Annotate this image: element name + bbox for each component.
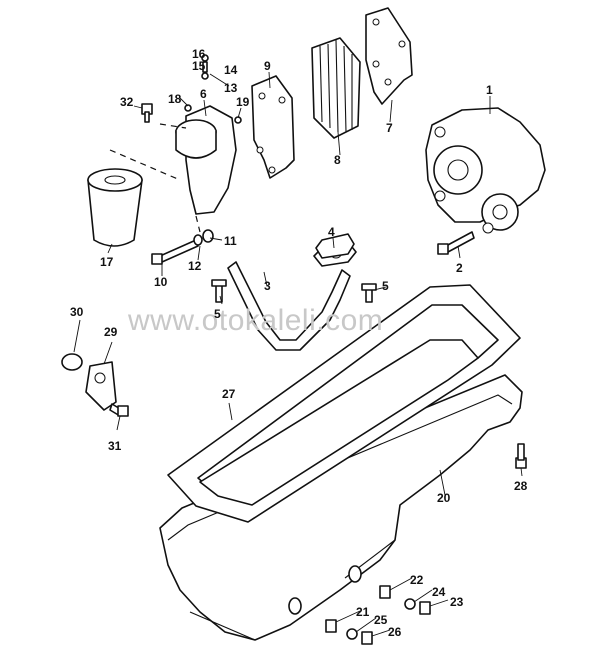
callout-26: 26 [388, 625, 402, 639]
filter-head [175, 105, 237, 215]
plate-29 [85, 361, 117, 411]
callout-5b: 5 [382, 279, 389, 293]
callout-19: 19 [236, 95, 250, 109]
callout-5a: 5 [214, 307, 221, 321]
callout-4: 4 [328, 225, 335, 239]
callout-29: 29 [104, 325, 118, 339]
callout-7: 7 [386, 121, 393, 135]
bolt-5a [211, 279, 227, 303]
fitting-18 [184, 104, 192, 112]
callout-32: 32 [120, 95, 134, 109]
bolt-5b [361, 283, 377, 303]
callout-11: 11 [224, 234, 237, 248]
oil-pan-gasket [167, 284, 521, 523]
gasket-4 [315, 233, 355, 259]
callout-21: 21 [356, 605, 370, 619]
callout-28: 28 [514, 479, 528, 493]
callout-18: 18 [168, 92, 182, 106]
callout-27: 27 [222, 387, 236, 401]
callout-9: 9 [264, 59, 271, 73]
callout-6: 6 [200, 87, 207, 101]
callout-16: 16 [192, 47, 206, 61]
callout-23: 23 [450, 595, 464, 609]
bolt-32 [141, 103, 153, 123]
washer-24 [404, 598, 416, 610]
drain-plug-21 [325, 619, 337, 633]
oil-pump [425, 107, 546, 234]
callout-30: 30 [70, 305, 84, 319]
callout-1: 1 [486, 83, 493, 97]
callout-15: 15 [192, 59, 206, 73]
bolt-2 [437, 231, 475, 255]
callout-13: 13 [224, 81, 238, 95]
o-ring-30 [61, 353, 83, 371]
watermark: www.otokaleli.com [127, 304, 383, 337]
callout-31: 31 [108, 439, 122, 453]
callout-24: 24 [432, 585, 446, 599]
bolt-10 [151, 229, 214, 265]
callout-2: 2 [456, 261, 463, 275]
bolt-31 [109, 403, 129, 417]
callout-8: 8 [334, 153, 341, 167]
cover-plate-7 [365, 7, 413, 105]
callout-20: 20 [437, 491, 451, 505]
oil-filter [87, 168, 143, 247]
callout-3: 3 [264, 279, 271, 293]
plug-26 [361, 631, 373, 645]
callout-14: 14 [224, 63, 238, 77]
washer-25 [346, 628, 358, 640]
plug-23 [419, 601, 431, 615]
oil-cooler [311, 37, 361, 139]
callout-25: 25 [374, 613, 388, 627]
callout-17: 17 [100, 255, 114, 269]
fitting-13-16 [201, 54, 209, 80]
gasket-9 [251, 75, 295, 179]
bolt-28 [515, 443, 527, 469]
callout-22: 22 [410, 573, 424, 587]
drain-plug-22 [379, 585, 391, 599]
callout-12: 12 [188, 259, 202, 273]
callout-10: 10 [154, 275, 168, 289]
